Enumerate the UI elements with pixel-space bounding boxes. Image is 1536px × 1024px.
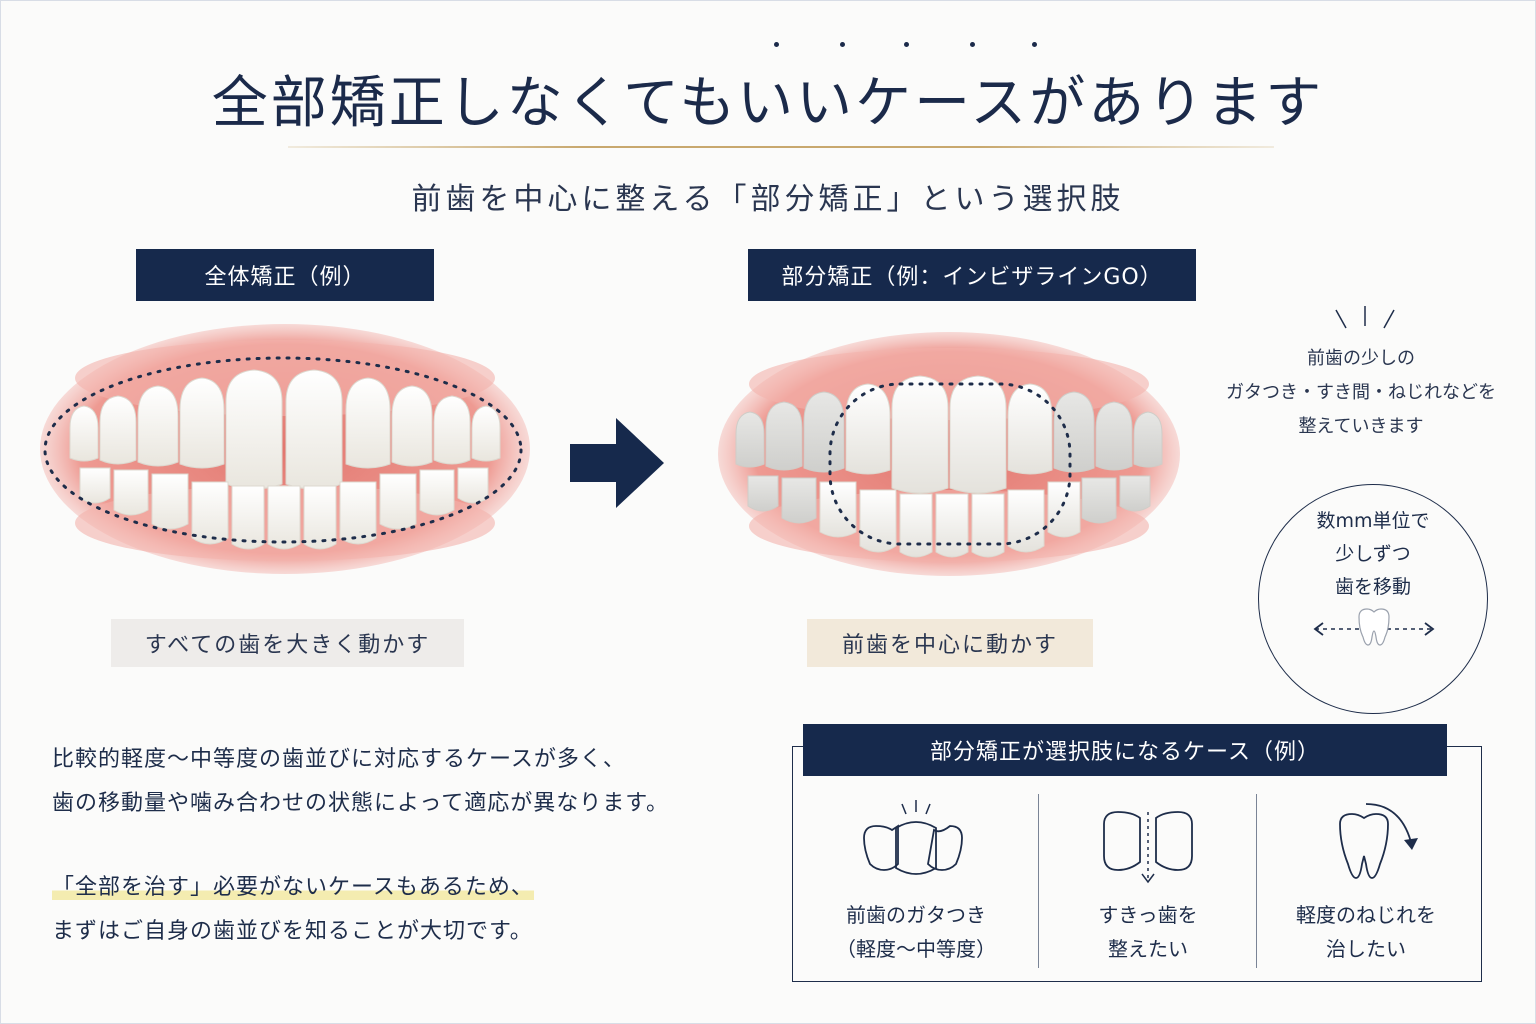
case-crowding: 前歯のガタつき （軽度〜中等度） — [806, 798, 1026, 978]
cases-header: 部分矯正が選択肢になるケース（例） — [803, 724, 1447, 776]
title-divider — [288, 146, 1274, 148]
circle-line: 歯を移動 — [1334, 576, 1411, 598]
sparkle-rays-icon — [1335, 306, 1395, 329]
case-line: すきっ歯を — [1098, 903, 1198, 927]
partial-ortho-caption: 前歯を中心に動かす — [807, 619, 1093, 667]
page-title: 全部矯正しなくてもいいケースがあります — [211, 71, 1325, 136]
partial-teeth-image — [718, 332, 1180, 576]
case-line: 前歯のガタつき — [846, 903, 986, 927]
text-line: まずはご自身の歯並びを知ることが大切です。 — [52, 919, 533, 944]
full-ortho-label: 全体矯正（例） — [136, 249, 434, 301]
movement-circle: 数mm単位で 少しずつ 歯を移動 — [1258, 484, 1488, 714]
case-rotation: 軽度のねじれを 治したい — [1256, 798, 1476, 978]
circle-line: 少しずつ — [1335, 543, 1411, 565]
column-divider — [1038, 794, 1039, 968]
text-line: 比較的軽度〜中等度の歯並びに対応するケースが多く、 — [52, 747, 626, 772]
crowded-teeth-icon — [863, 800, 963, 875]
page-subtitle: 前歯を中心に整える「部分矯正」という選択肢 — [411, 182, 1125, 217]
case-line: 整えたい — [1108, 937, 1188, 961]
case-line: 治したい — [1326, 937, 1406, 961]
circle-line: 数mm単位で — [1316, 510, 1430, 532]
partial-ortho-label: 部分矯正（例：インビザラインGO） — [748, 249, 1196, 301]
gap-teeth-icon — [1103, 811, 1193, 884]
note-line: 前歯の少しの — [1307, 348, 1415, 369]
case-line: （軽度〜中等度） — [836, 937, 996, 961]
highlighted-text: 「全部を治す」必要がないケースもあるため、 — [52, 875, 534, 900]
full-ortho-caption: すべての歯を大きく動かす — [111, 619, 464, 667]
note-line: ガタつき・すき間・ねじれなどを — [1226, 382, 1496, 403]
note-line: 整えていきます — [1298, 416, 1424, 437]
text-line: 歯の移動量や噛み合わせの状態によって適応が異なります。 — [52, 791, 670, 816]
rotated-tooth-icon — [1339, 803, 1418, 879]
intro-paragraph: 比較的軽度〜中等度の歯並びに対応するケースが多く、 歯の移動量や噛み合わせの状態… — [52, 738, 669, 826]
emphasis-dots — [0, 42, 1536, 52]
tooth-movement-icon — [1313, 608, 1435, 646]
column-divider — [1256, 794, 1257, 968]
case-line: 軽度のねじれを — [1296, 903, 1436, 927]
full-teeth-image — [40, 324, 530, 574]
advice-paragraph: 「全部を治す」必要がないケースもあるため、 まずはご自身の歯並びを知ることが大切… — [52, 866, 534, 954]
case-gap: すきっ歯を 整えたい — [1038, 798, 1258, 978]
right-arrow-icon — [570, 418, 664, 508]
front-teeth-note: 前歯の少しの ガタつき・すき間・ねじれなどを 整えていきます — [1206, 342, 1516, 444]
